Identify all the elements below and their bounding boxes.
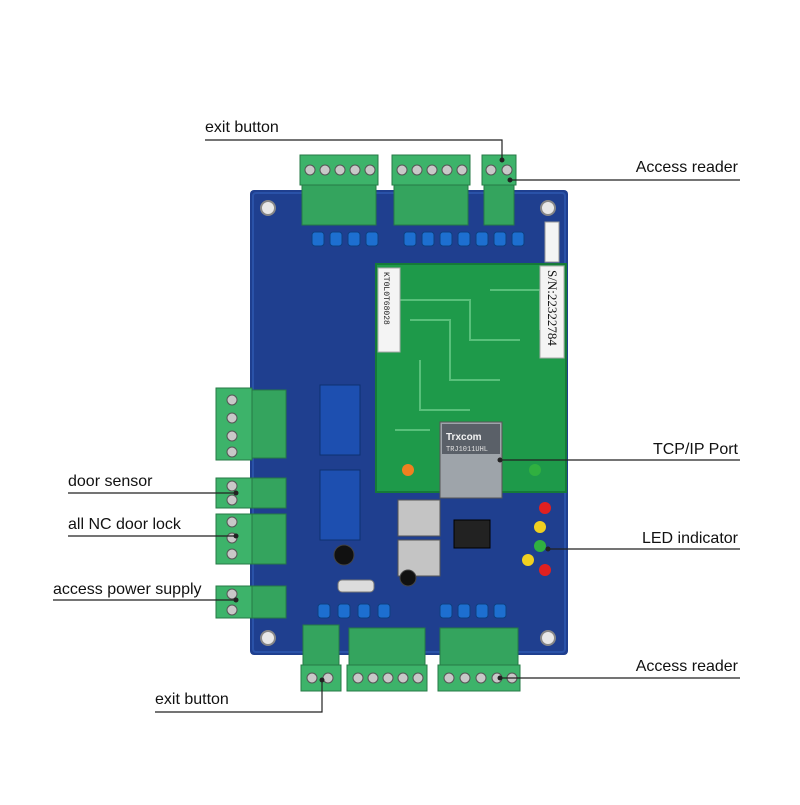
relay-2 <box>319 469 361 541</box>
terminal-block-left-1 <box>215 387 287 461</box>
serial-number-text: S/N:22322784 <box>545 270 560 346</box>
electrolytic-capacitor <box>399 569 417 587</box>
led-orange <box>402 464 414 476</box>
led-green <box>529 464 541 476</box>
side-label-text: KT0L0T68028 <box>381 272 390 325</box>
terminal-block-left-4 <box>215 585 287 619</box>
terminal-block-top-3 <box>481 154 517 226</box>
label-door-sensor: door sensor <box>68 473 153 490</box>
terminal-block-left-3 <box>215 513 287 565</box>
ethernet-model-text: TRJ1011UHL <box>446 446 488 454</box>
regulator-2 <box>397 539 441 577</box>
serial-sticker <box>539 265 565 359</box>
label-access-reader-top: Access reader <box>635 159 738 176</box>
mounting-hole <box>260 630 276 646</box>
mounting-hole <box>540 630 556 646</box>
relay-1 <box>319 384 361 456</box>
label-access-reader-bottom: Access reader <box>635 658 738 675</box>
regulator-1 <box>397 499 441 537</box>
label-nc-door-lock: all NC door lock <box>68 516 181 533</box>
resistor <box>337 579 375 593</box>
electrolytic-capacitor <box>333 544 355 566</box>
callout-lines <box>53 139 740 713</box>
label-exit-button-top: exit button <box>205 119 279 136</box>
terminal-block-top-2 <box>391 154 471 226</box>
label-led-indicator: LED indicator <box>641 530 738 547</box>
line-exit-button-top <box>205 139 503 160</box>
terminal-block-bottom-1 <box>300 624 342 692</box>
ethernet-brand-text: Trxcom <box>446 432 482 443</box>
line-exit-button-bottom <box>155 680 323 713</box>
side-sticker <box>377 267 401 353</box>
label-exit-button-bottom: exit button <box>155 691 229 708</box>
terminal-block-top-1 <box>299 154 379 226</box>
ic-chip <box>453 519 491 549</box>
label-access-power-supply: access power supply <box>53 581 202 598</box>
terminal-block-bottom-3 <box>437 627 521 692</box>
callout-dots <box>233 157 551 683</box>
capacitor-row-bottom <box>317 603 507 619</box>
ethernet-jack-label-area <box>442 424 500 454</box>
mounting-hole <box>260 200 276 216</box>
led-indicator-group <box>522 502 551 576</box>
white-connector <box>544 221 560 263</box>
mounting-hole <box>540 200 556 216</box>
capacitor-row-top <box>311 231 525 247</box>
label-tcpip-port: TCP/IP Port <box>652 441 738 458</box>
terminal-block-bottom-2 <box>346 627 428 692</box>
